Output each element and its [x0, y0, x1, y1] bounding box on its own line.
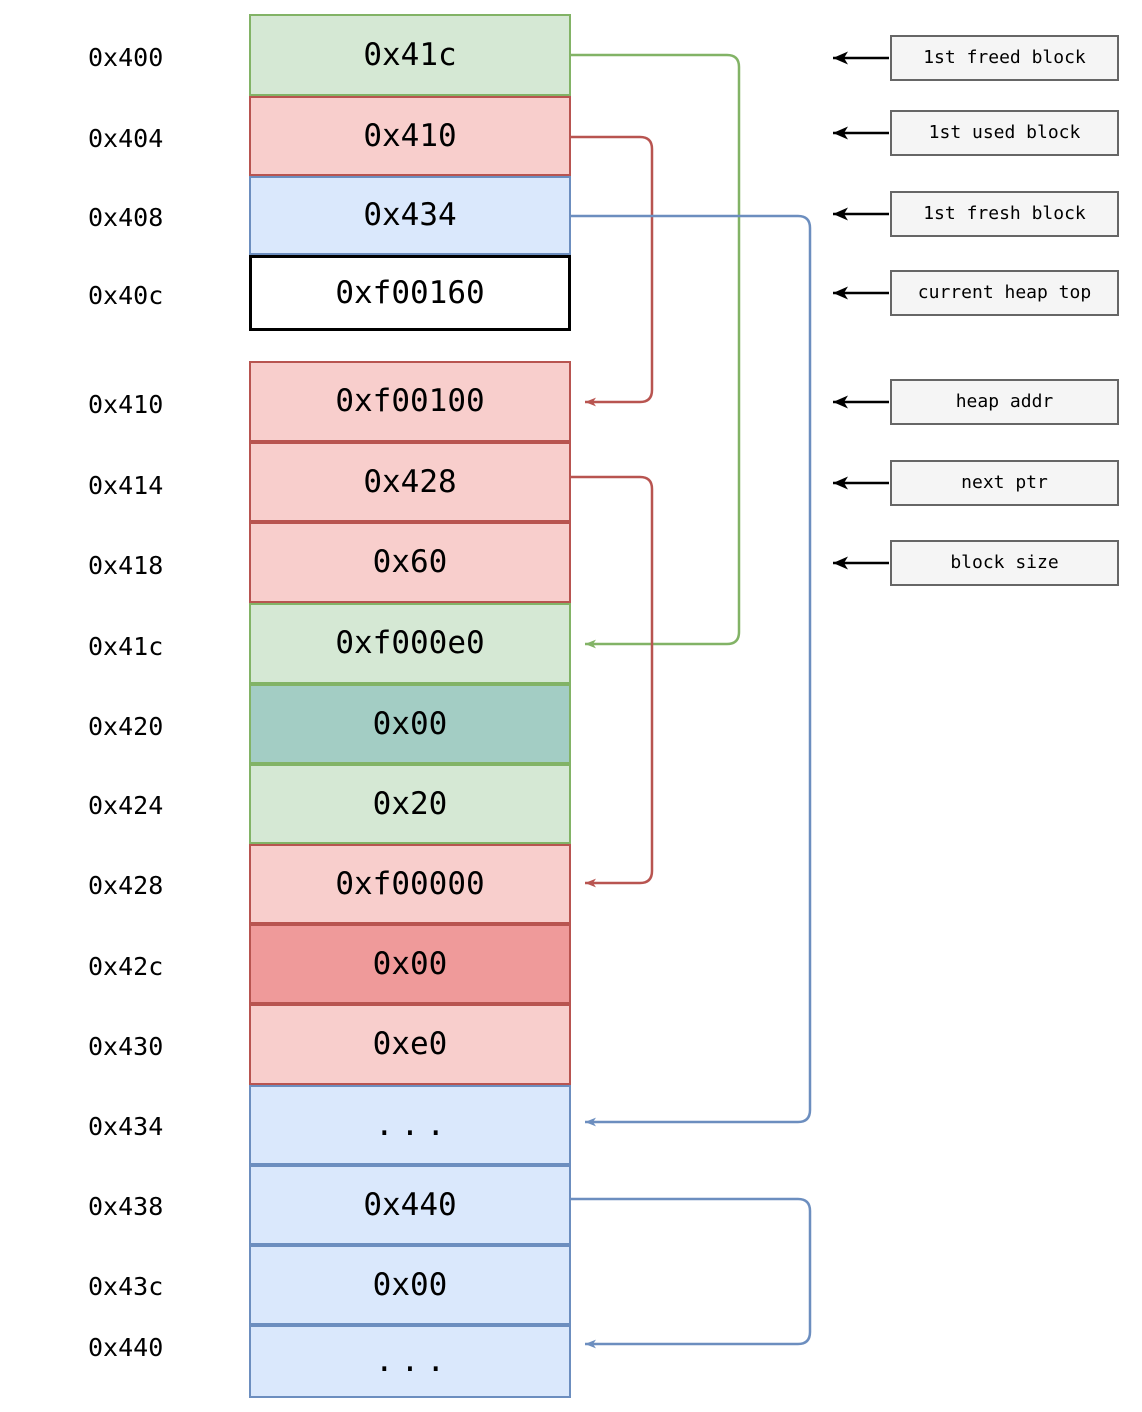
legend-label: block size: [950, 552, 1059, 573]
address-label: 0x420: [88, 712, 164, 741]
memory-cell[interactable]: 0x00: [249, 924, 571, 1004]
memory-cell-value: 0x410: [363, 117, 457, 154]
address-label: 0x434: [88, 1112, 164, 1141]
legend-label: current heap top: [917, 282, 1092, 303]
wire-used-next-ptr: [571, 475, 654, 888]
legend-label: 1st freed block: [923, 47, 1086, 68]
memory-cell[interactable]: 0x20: [249, 764, 571, 844]
address-label: 0x428: [88, 871, 164, 900]
address-label: 0x418: [88, 551, 164, 580]
memory-cell-value: 0x60: [372, 544, 448, 580]
address-label: 0x414: [88, 471, 164, 500]
address-label: 0x440: [88, 1333, 164, 1362]
memory-cell[interactable]: 0xf000e0: [249, 603, 571, 684]
legend-label: 1st used block: [928, 122, 1081, 143]
memory-cell-value: ...: [375, 1343, 452, 1379]
memory-cell-value: 0xf00000: [335, 865, 485, 902]
memory-cell[interactable]: 0x434: [249, 176, 571, 255]
memory-cell[interactable]: 0xf00160: [249, 255, 571, 331]
memory-cell-value: 0x440: [363, 1186, 457, 1223]
wire-fresh-next-ptr: [571, 1197, 812, 1349]
legend-label: 1st fresh block: [923, 203, 1086, 224]
memory-cell-value: 0x00: [372, 705, 448, 742]
memory-cell[interactable]: 0x428: [249, 442, 571, 522]
legend-item-next-ptr[interactable]: next ptr: [890, 460, 1119, 506]
wire-fresh-list: [571, 214, 812, 1127]
memory-cell[interactable]: 0xf00100: [249, 361, 571, 442]
legend-arrows: [833, 51, 889, 570]
memory-cell-value: 0x41c: [363, 36, 457, 73]
wire-used-list: [571, 135, 654, 407]
memory-cell[interactable]: 0x440: [249, 1165, 571, 1245]
memory-cell[interactable]: ...: [249, 1085, 571, 1165]
memory-cell-value: 0x434: [363, 197, 457, 233]
memory-cell[interactable]: 0x410: [249, 96, 571, 176]
legend-item-used-block[interactable]: 1st used block: [890, 110, 1119, 156]
address-label: 0x40c: [88, 281, 164, 310]
memory-cell-value: 0x20: [372, 785, 448, 822]
legend-item-fresh-block[interactable]: 1st fresh block: [890, 191, 1119, 237]
address-label: 0x424: [88, 791, 164, 820]
legend-item-freed-block[interactable]: 1st freed block: [890, 35, 1119, 81]
memory-cell[interactable]: 0x00: [249, 1245, 571, 1325]
wire-freed-list: [571, 53, 741, 649]
memory-cell[interactable]: 0xe0: [249, 1004, 571, 1085]
memory-cell[interactable]: 0x60: [249, 522, 571, 603]
address-label: 0x404: [88, 124, 164, 153]
memory-cell-value: 0xf00160: [335, 274, 485, 311]
memory-cell-value: 0x00: [372, 945, 448, 982]
address-label: 0x430: [88, 1032, 164, 1061]
address-label: 0x41c: [88, 632, 164, 661]
legend-label: heap addr: [955, 391, 1054, 412]
address-label: 0x410: [88, 390, 164, 419]
address-label: 0x42c: [88, 952, 164, 981]
address-label: 0x438: [88, 1192, 164, 1221]
memory-cell-value: 0x428: [363, 463, 457, 500]
memory-cell-value: 0xe0: [372, 1026, 448, 1062]
memory-cell[interactable]: 0xf00000: [249, 844, 571, 924]
memory-cell-value: ...: [375, 1106, 452, 1143]
address-label: 0x408: [88, 203, 164, 232]
address-label: 0x400: [88, 43, 164, 72]
memory-cell-value: 0xf000e0: [335, 625, 485, 661]
memory-cell-value: 0xf00100: [335, 383, 485, 419]
legend-item-heap-addr[interactable]: heap addr: [890, 379, 1119, 425]
memory-cell[interactable]: ...: [249, 1325, 571, 1398]
address-label: 0x43c: [88, 1272, 164, 1301]
memory-cell-value: 0x00: [372, 1266, 448, 1303]
legend-item-block-size[interactable]: block size: [890, 540, 1119, 586]
legend-item-heap-top[interactable]: current heap top: [890, 270, 1119, 316]
legend-label: next ptr: [961, 472, 1048, 493]
memory-cell[interactable]: 0x00: [249, 684, 571, 764]
memory-cell[interactable]: 0x41c: [249, 14, 571, 96]
